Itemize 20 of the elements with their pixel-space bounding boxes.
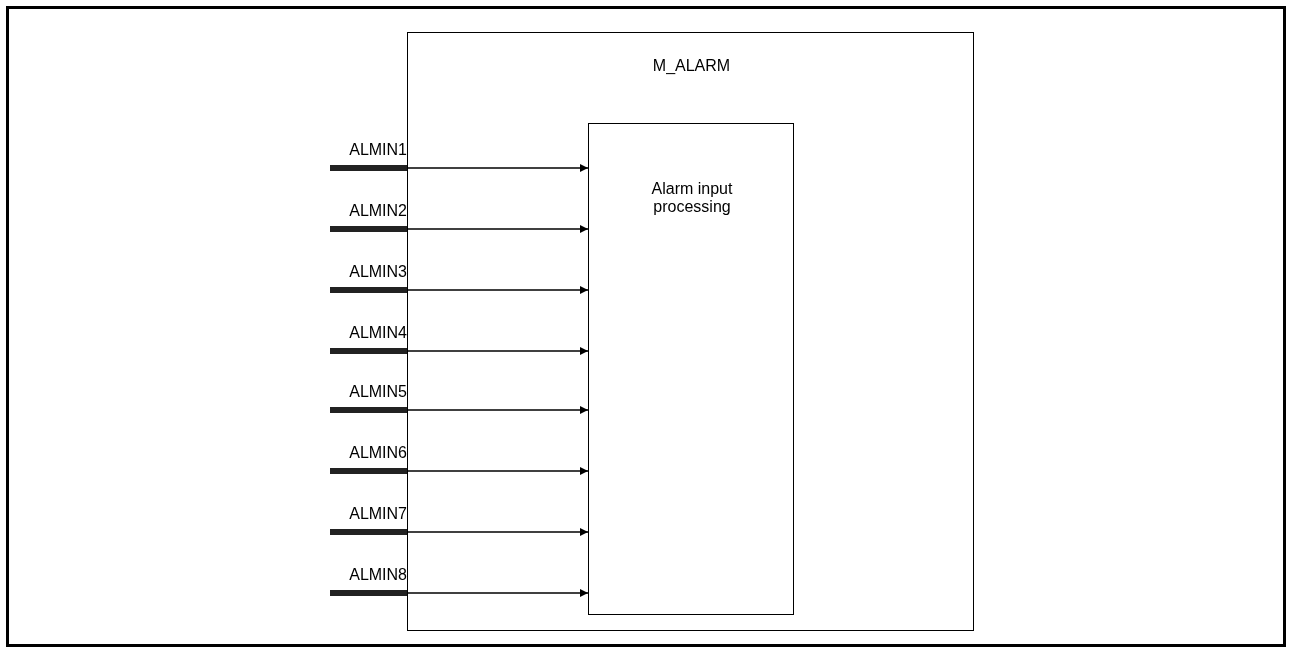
arrow xyxy=(406,467,589,475)
arrow xyxy=(406,589,589,597)
pin-label: ALMIN2 xyxy=(348,202,407,220)
arrow xyxy=(406,286,589,294)
module-box xyxy=(407,32,974,631)
pin-label: ALMIN6 xyxy=(348,444,407,462)
pin-label: ALMIN7 xyxy=(348,505,407,523)
arrow xyxy=(406,225,589,233)
arrow xyxy=(406,406,589,414)
pin-label: ALMIN5 xyxy=(348,383,407,401)
arrow xyxy=(406,528,589,536)
process-box xyxy=(588,123,794,615)
pin-label: ALMIN4 xyxy=(348,324,407,342)
process-label: Alarm input processing xyxy=(650,180,734,216)
pin-label: ALMIN3 xyxy=(348,263,407,281)
arrow xyxy=(406,164,589,172)
arrow xyxy=(406,347,589,355)
pin-label: ALMIN8 xyxy=(348,566,407,584)
pin-label: ALMIN1 xyxy=(348,141,407,159)
module-title: M_ALARM xyxy=(651,57,732,75)
